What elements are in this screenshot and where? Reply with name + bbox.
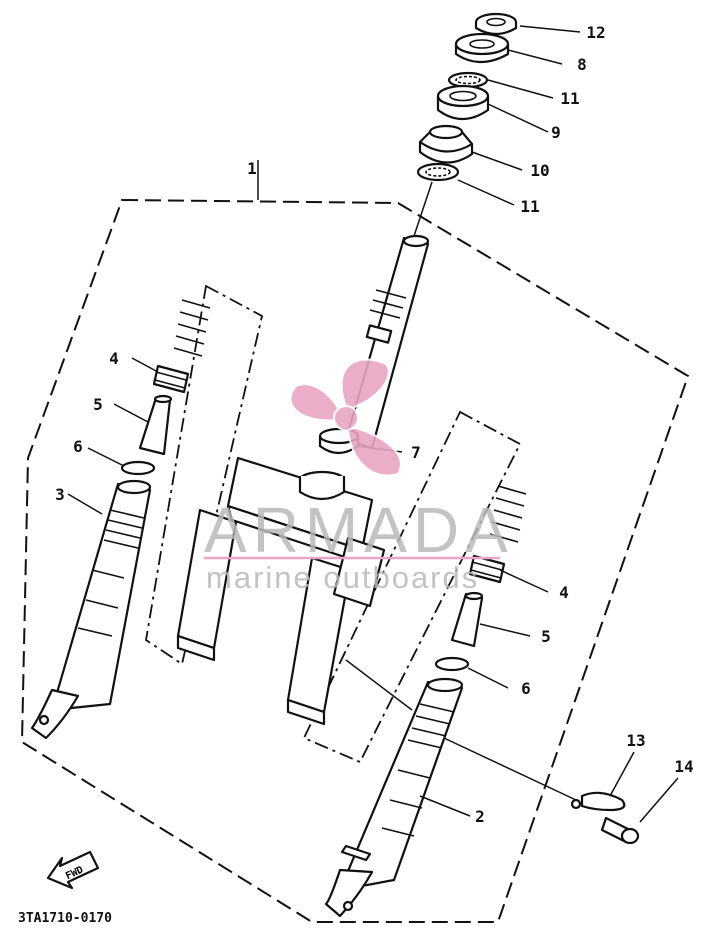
part-6-ring-right bbox=[434, 656, 470, 672]
part-14-bolt bbox=[600, 816, 640, 845]
part-5-piston-right bbox=[450, 591, 484, 648]
drawing-code: 3TA1710-0170 bbox=[18, 911, 112, 926]
callout-11-lower: 11 bbox=[520, 197, 539, 216]
part-5-piston-left bbox=[138, 394, 173, 456]
part-11-ball-race-upper bbox=[447, 71, 489, 89]
callout-5-right: 5 bbox=[541, 627, 551, 646]
fwd-direction-arrow: FWD bbox=[46, 850, 100, 890]
callout-14: 14 bbox=[674, 757, 693, 776]
assembly-outline bbox=[20, 198, 690, 923]
part-4-spring-right bbox=[468, 485, 527, 584]
callout-9: 9 bbox=[551, 123, 561, 142]
callout-4-right: 4 bbox=[559, 583, 569, 602]
callout-5-left: 5 bbox=[93, 395, 103, 414]
part-11-ball-race-lower bbox=[416, 162, 460, 182]
stem-axis-line bbox=[413, 181, 433, 237]
callout-13: 13 bbox=[626, 731, 645, 750]
callout-8: 8 bbox=[577, 55, 587, 74]
part-12-nut bbox=[474, 12, 518, 36]
callout-1: 1 bbox=[247, 159, 257, 178]
part-9-bearing-race bbox=[436, 84, 490, 121]
part-3-outer-tube-left bbox=[30, 479, 152, 740]
right-fork-bracket bbox=[302, 410, 522, 764]
part-6-ring-left bbox=[120, 460, 156, 476]
callout-10: 10 bbox=[530, 161, 549, 180]
callout-labels: 1 2 3 4 4 5 5 6 6 7 8 9 10 11 11 12 13 1… bbox=[55, 23, 693, 826]
callout-4-left: 4 bbox=[109, 349, 119, 368]
part-2-outer-tube-right bbox=[324, 677, 464, 918]
part-13-clip bbox=[570, 791, 626, 812]
callout-6-right: 6 bbox=[521, 679, 531, 698]
armada-watermark: ARMADA marine outboards bbox=[204, 358, 514, 595]
clip-axis-line bbox=[443, 737, 577, 801]
left-inner-tube bbox=[176, 508, 238, 662]
callout-3: 3 bbox=[55, 485, 65, 504]
watermark-tagline: marine outboards bbox=[206, 560, 479, 595]
right-inner-tube bbox=[286, 536, 413, 726]
callout-12: 12 bbox=[586, 23, 605, 42]
callout-2: 2 bbox=[475, 807, 485, 826]
part-4-spring-left bbox=[152, 299, 211, 394]
propeller-logo bbox=[289, 358, 402, 477]
part-8-washer bbox=[454, 32, 510, 64]
part-10-bearing-cup bbox=[418, 124, 474, 164]
callout-7: 7 bbox=[411, 443, 421, 462]
watermark-brand: ARMADA bbox=[204, 494, 514, 566]
callout-6-left: 6 bbox=[73, 437, 83, 456]
callout-11-upper: 11 bbox=[560, 89, 579, 108]
